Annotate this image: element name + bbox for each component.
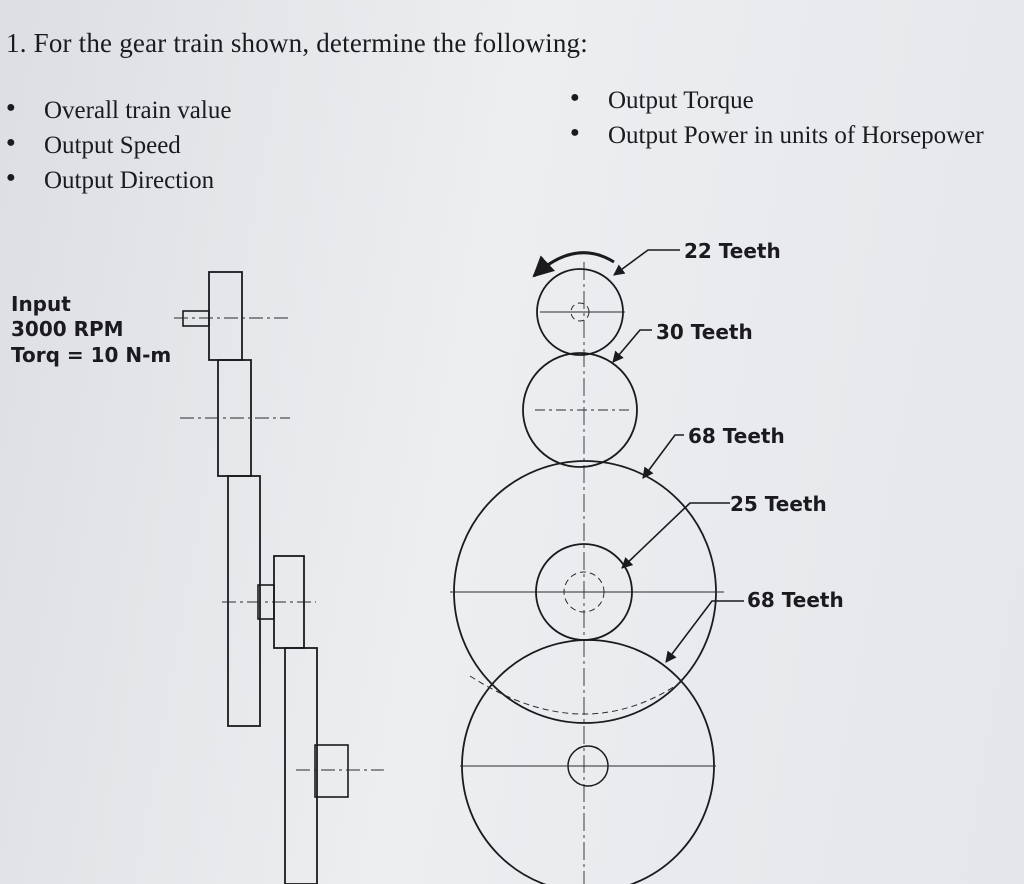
leader-68-output [665, 600, 744, 663]
rotation-arrow [532, 251, 615, 278]
input-speed-label: 3000 RPM [11, 317, 124, 341]
leader-22 [613, 249, 680, 276]
requirement-item: Output Speed [4, 132, 231, 167]
input-label: Input [11, 292, 71, 316]
output-shaft [314, 744, 349, 798]
gear-68-output-side [284, 647, 318, 884]
requirements-list-right: Output Torque Output Power in units of H… [568, 87, 984, 157]
hidden-overlap-arc [469, 675, 685, 715]
requirement-item: Output Power in units of Horsepower [568, 122, 984, 157]
front-view: 22 Teeth 30 Teeth 68 Teeth 25 Teeth 68 T… [450, 239, 844, 884]
leader-30 [612, 329, 652, 363]
gear-68-side [227, 475, 261, 727]
gear-25-teeth-label: 25 Teeth [730, 492, 827, 516]
requirement-item: Overall train value [4, 97, 231, 132]
gear-68-output-teeth-label: 68 Teeth [747, 588, 844, 612]
gear-30-teeth-label: 30 Teeth [656, 320, 753, 344]
leader-68 [642, 434, 684, 479]
requirements-list-left: Overall train value Output Speed Output … [4, 97, 231, 202]
problem-title: 1. For the gear train shown, determine t… [6, 28, 588, 58]
input-torque-label: Torq = 10 N-m [11, 343, 171, 367]
gear-22-side [208, 271, 243, 361]
leader-25 [621, 502, 730, 569]
gear-68-output-front [461, 639, 715, 884]
input-shaft [182, 310, 210, 327]
gear-68-teeth-label: 68 Teeth [688, 424, 785, 448]
gear-22-teeth-label: 22 Teeth [684, 239, 781, 263]
requirement-item: Output Torque [568, 87, 984, 122]
gear-25-bore [563, 571, 605, 613]
gear-30-front [522, 352, 638, 468]
side-view: Input 3000 RPM Torq = 10 N-m [11, 271, 384, 884]
requirement-item: Output Direction [4, 167, 231, 202]
